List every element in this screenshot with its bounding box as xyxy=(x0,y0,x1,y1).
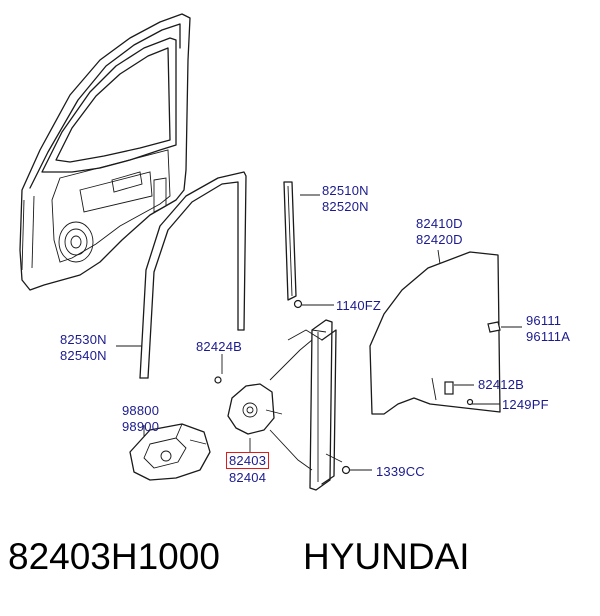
label-82424b: 82424B xyxy=(196,339,243,354)
leader-lines xyxy=(116,194,522,471)
motor-drawing xyxy=(129,423,211,481)
label-1140fz: 1140FZ xyxy=(336,298,382,313)
label-1249pf: 1249PF xyxy=(502,397,549,412)
weatherstrip-drawing xyxy=(139,171,247,379)
footer-part-number: 82403H1000 xyxy=(8,536,220,577)
label-82530n: 82530N xyxy=(60,332,107,347)
label-82510n: 82510N xyxy=(322,183,369,198)
label-82404: 82404 xyxy=(229,470,267,485)
regulator-rail-drawing xyxy=(269,319,351,491)
label-82412b: 82412B xyxy=(478,377,525,392)
label-98800: 98800 xyxy=(122,403,160,418)
door-glass-drawing xyxy=(369,251,501,415)
door-panel-drawing xyxy=(19,13,191,291)
label-82403-highlighted[interactable]: 82403 xyxy=(226,452,270,469)
label-1339cc: 1339CC xyxy=(376,464,425,479)
sticker-drawing xyxy=(487,321,501,333)
regulator-bracket-drawing xyxy=(214,376,283,435)
label-96111a: 96111A xyxy=(526,329,571,344)
label-96111: 96111 xyxy=(526,313,562,328)
label-82520n: 82520N xyxy=(322,199,369,214)
label-98900: 98900 xyxy=(122,419,160,434)
front-channel-drawing xyxy=(283,181,303,309)
label-82420d: 82420D xyxy=(416,232,463,247)
label-82410d: 82410D xyxy=(416,216,463,231)
footer-brand: HYUNDAI xyxy=(303,536,470,577)
label-82540n: 82540N xyxy=(60,348,107,363)
